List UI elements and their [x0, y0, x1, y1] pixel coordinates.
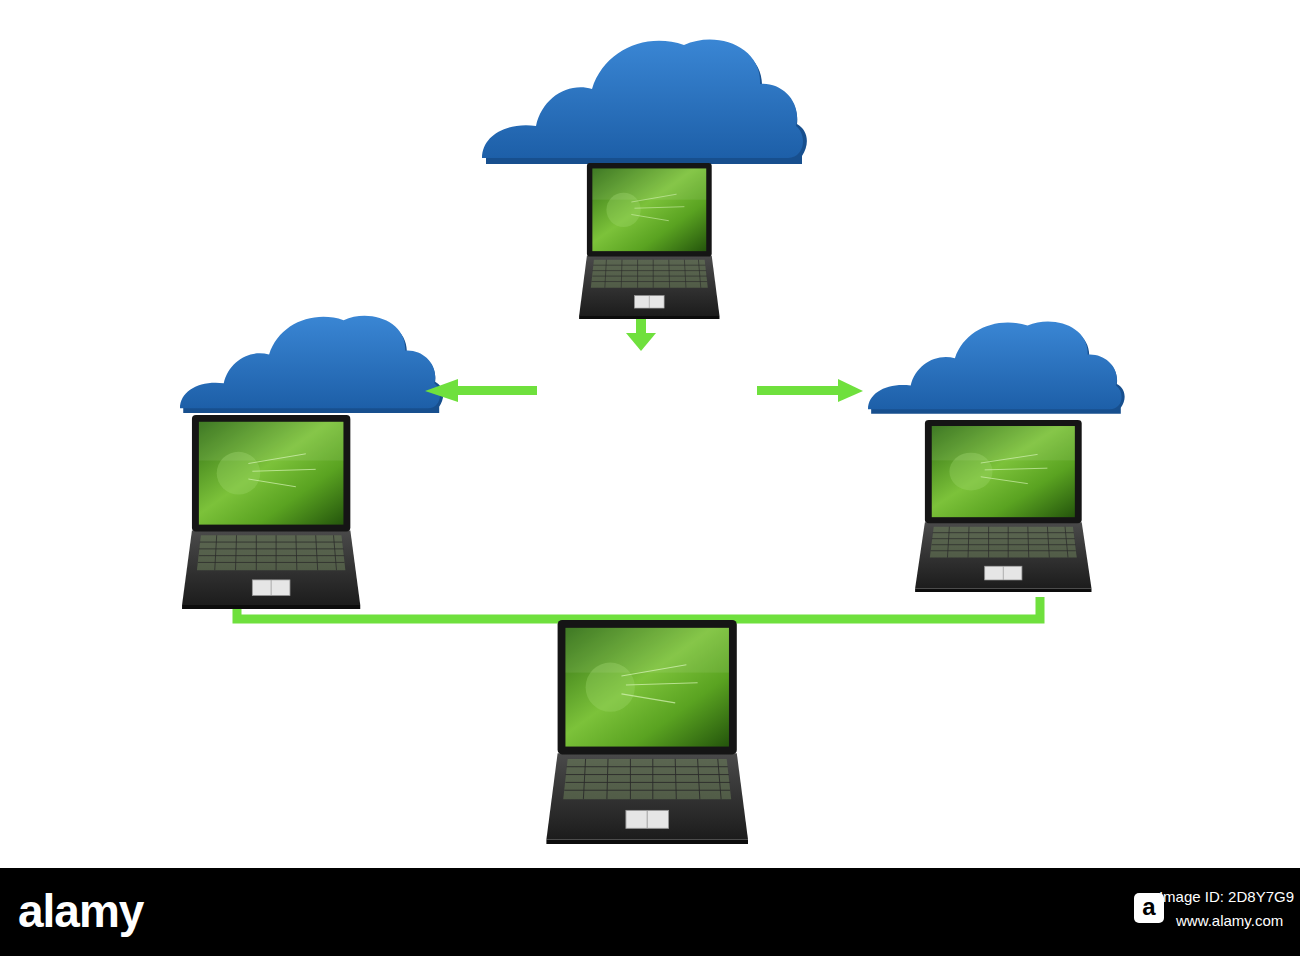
arrow-shaft	[757, 386, 841, 395]
laptop-icon	[182, 415, 360, 609]
cloud-shape	[180, 316, 443, 413]
website-url: www.alamy.com	[1176, 912, 1283, 929]
laptop-icon	[915, 420, 1091, 592]
cloud-shape	[868, 321, 1125, 413]
laptop-icon	[579, 163, 719, 319]
arrow-head	[425, 379, 458, 402]
cloud-shape	[482, 39, 807, 164]
arrow-head	[626, 333, 656, 351]
image-id: Image ID: 2D8Y7G9	[1159, 888, 1294, 905]
watermark-logo: alamy	[18, 884, 143, 938]
cloud-network-illustration	[0, 0, 1300, 868]
arrow-head	[838, 379, 863, 402]
arrow-group	[425, 305, 863, 402]
arrow-shaft	[456, 386, 537, 395]
watermark-bar	[0, 868, 1300, 956]
laptop-icon	[546, 620, 748, 844]
